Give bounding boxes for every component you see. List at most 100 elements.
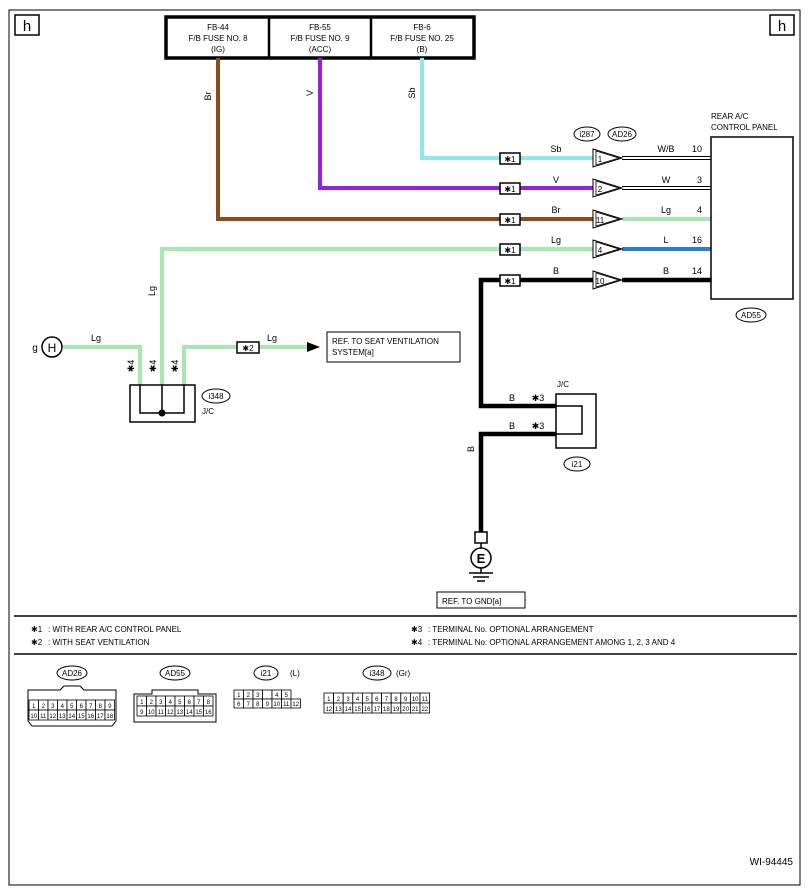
jc-i348-label: J/C <box>202 407 214 416</box>
label-in-sb: Sb <box>550 144 561 154</box>
ad26-pin-2: 2 <box>598 185 603 194</box>
ad26-cell-label: 6 <box>80 704 84 710</box>
wire-b-ground <box>478 431 556 533</box>
ad55-cell-label: 6 <box>188 700 192 706</box>
ad26-cell-label: 1 <box>32 704 36 710</box>
ad55-color-1: W/B <box>658 144 675 154</box>
i21-cell <box>262 689 273 700</box>
wire-sb <box>420 58 596 160</box>
label-v: V <box>305 90 315 96</box>
ad55-cell-label: 15 <box>195 710 202 716</box>
ad26-cell-label: 16 <box>87 714 94 720</box>
label-b-vertical: B <box>466 446 476 452</box>
ad26-cell-label: 4 <box>61 704 65 710</box>
ad55-cell-label: 7 <box>197 700 201 706</box>
label-sb: Sb <box>407 87 417 98</box>
i21-cell-label: 9 <box>266 702 270 708</box>
svg-text:✱1: ✱1 <box>504 155 516 164</box>
i348-cell-label: 9 <box>404 697 408 703</box>
mark-3-upper: ✱3 <box>532 393 545 403</box>
label-b-lower: B <box>509 421 515 431</box>
svg-text:i21: i21 <box>261 669 272 678</box>
wire-b-main <box>478 277 596 409</box>
fuse-supply-fb6: (B) <box>417 45 428 54</box>
i348-cell-label: 19 <box>393 707 400 713</box>
connector-ad55-label: AD55 <box>741 311 762 320</box>
wire-lg-in <box>63 345 142 385</box>
ad26-pin-10: 10 <box>596 277 605 286</box>
i348-cell-label: 10 <box>412 697 419 703</box>
ad55-pin-2: 3 <box>697 175 702 185</box>
ad26-cell-label: 15 <box>78 714 85 720</box>
ad55-pin-3: 4 <box>697 205 702 215</box>
mark-4-leg1: ✱4 <box>126 360 136 373</box>
ad55-pin-1: 10 <box>692 144 702 154</box>
svg-text:✱2: ✱2 <box>242 344 254 353</box>
ad26-terminals: 1 2 11 4 10 <box>592 148 624 290</box>
i348-cell-label: 7 <box>385 697 389 703</box>
fuse-id-fb6: FB-6 <box>413 23 431 32</box>
i348-cell-label: 18 <box>383 707 390 713</box>
svg-text:✱1: ✱1 <box>504 185 516 194</box>
i348-cell-label: 3 <box>346 697 350 703</box>
ad26-cell-label: 18 <box>106 714 113 720</box>
label-in-b: B <box>553 266 559 276</box>
ad55-cell-label: 12 <box>167 710 174 716</box>
corner-marker-left-text: h <box>23 18 31 35</box>
ad55-cell-label: 14 <box>186 710 193 716</box>
ad55-cell-label: 11 <box>158 710 165 716</box>
mark-2: ✱2 <box>236 341 260 354</box>
arrow-seat-ventilation <box>307 342 320 352</box>
ad55-cell-label: 9 <box>140 710 144 716</box>
connector-ad26-label: AD26 <box>612 130 633 139</box>
mark-1-row4: ✱1 <box>499 243 521 256</box>
ad55-pin-5: 14 <box>692 266 702 276</box>
ground-symbol: E <box>477 551 486 566</box>
fuse-id-fb55: FB-55 <box>309 23 331 32</box>
corner-marker-right-text: h <box>778 18 786 35</box>
i348-cell-label: 11 <box>422 697 429 703</box>
label-lg-in: Lg <box>91 333 101 343</box>
ad26-cell-label: 7 <box>89 704 93 710</box>
i348-cell <box>419 702 431 714</box>
connector-ad26-oval <box>607 126 637 142</box>
ad55-cell-label: 5 <box>178 700 182 706</box>
i21-cell-label: 5 <box>285 693 289 699</box>
i348-cell-label: 15 <box>354 707 361 713</box>
wire-lg-main <box>160 247 596 385</box>
mark-1-row3: ✱1 <box>499 213 521 226</box>
i21-cell-label: 1 <box>237 693 241 699</box>
label-b-upper: B <box>509 393 515 403</box>
ad55-cell-label: 13 <box>176 710 183 716</box>
drawing-id: WI-94445 <box>750 857 794 868</box>
ad55-cell-label: 1 <box>140 700 144 706</box>
junction-connector-i21 <box>555 393 597 449</box>
note-2-text: : WITH SEAT VENTILATION <box>48 638 150 647</box>
svg-text:(Gr): (Gr) <box>396 669 411 678</box>
ad26-cell-label: 2 <box>42 704 46 710</box>
fuse-name-fb55: F/B FUSE NO. 9 <box>290 34 350 43</box>
ad26-cell-label: 12 <box>49 714 56 720</box>
i21-cell-label: 10 <box>273 702 280 708</box>
ad55-pin-4: 16 <box>692 235 702 245</box>
fuse-supply-fb55: (ACC) <box>309 45 332 54</box>
panel-label-line1: REAR A/C <box>711 112 749 121</box>
svg-text:✱1: ✱1 <box>504 246 516 255</box>
ad26-cell-label: 3 <box>51 704 55 710</box>
corner-marker-left <box>14 14 40 36</box>
ad55-cell-label: 4 <box>169 700 173 706</box>
fuse-id-fb44: FB-44 <box>207 23 229 32</box>
i348-cell-label: 5 <box>366 697 370 703</box>
connector-i287-label: i287 <box>579 130 595 139</box>
note-3-text: : TERMINAL No. OPTIONAL ARRANGEMENT <box>428 625 594 634</box>
ref-seat-ventilation <box>326 331 461 363</box>
ad55-cell <box>203 705 214 717</box>
ref-gnd <box>436 591 526 609</box>
svg-text:i348: i348 <box>369 669 385 678</box>
ad26-cell-label: 13 <box>59 714 66 720</box>
i348-cell-label: 17 <box>373 707 380 713</box>
ad55-color-4: L <box>663 235 668 245</box>
